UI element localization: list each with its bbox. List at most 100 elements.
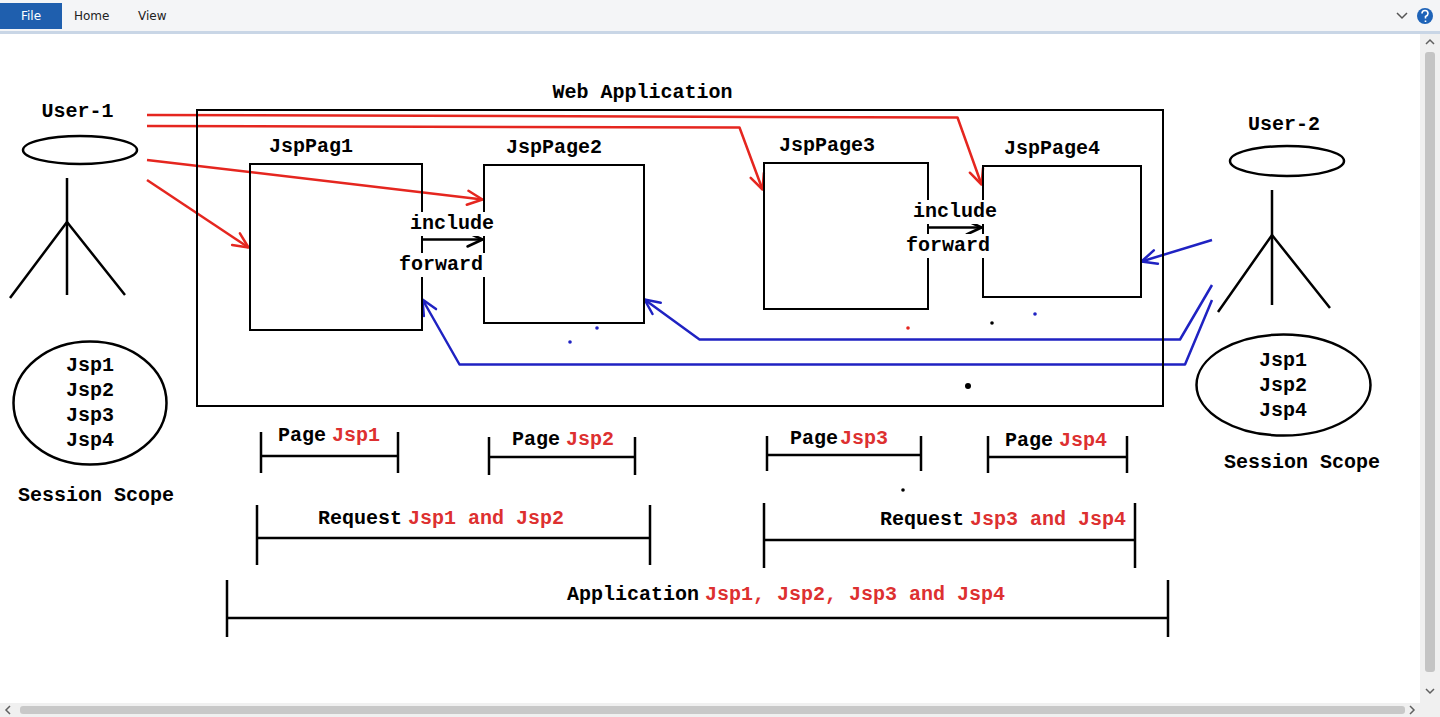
scope-pages: Jsp1: [332, 424, 380, 448]
scope-list: Jsp1 Jsp2 Jsp3 Jsp4: [66, 353, 114, 453]
scroll-arrow: [1410, 706, 1414, 714]
box-title: JspPage4: [1004, 137, 1100, 161]
user-figure: User-2: [1212, 113, 1356, 313]
scope-pages: Jsp3 and Jsp4: [970, 508, 1126, 532]
connector: [147, 126, 764, 190]
ribbon-edge: [0, 31, 1440, 34]
scope-pages: Jsp4: [1059, 429, 1107, 453]
arrow-head: [967, 221, 982, 235]
scope-brackets: [227, 432, 1168, 637]
scope-bracket: [257, 505, 650, 565]
figure-body: [1271, 190, 1274, 305]
stick-figure: [1212, 113, 1356, 313]
user-figure: User-1: [8, 100, 147, 305]
scope-name: Application: [567, 583, 699, 607]
help-icon: [1417, 8, 1433, 24]
scope-heading: Session Scope: [1224, 451, 1380, 475]
session-ellipse: Jsp1 Jsp2 Jsp3 Jsp4Session Scope: [12, 340, 168, 466]
scrollbar-track: [1420, 34, 1440, 703]
connector-line: [929, 226, 982, 229]
edge-note: forward: [397, 253, 485, 277]
box-title: JspPag1: [269, 135, 353, 159]
page-box: JspPage3: [763, 162, 929, 310]
scope-name: Page: [1005, 429, 1053, 453]
box-title: JspPage3: [779, 134, 875, 158]
scope-name: Request: [880, 508, 964, 532]
help-mark: [1422, 11, 1428, 23]
edge-label: include: [911, 200, 999, 224]
stray-dot: [965, 383, 971, 389]
stray-dot: [595, 326, 599, 330]
page-box: JspPage2: [483, 164, 645, 324]
scrollbar-track: [0, 703, 1440, 717]
figure-legs: [10, 222, 125, 298]
arrow-head: [1142, 250, 1158, 263]
scope-bracket: [988, 436, 1127, 473]
stray-dot: [568, 340, 572, 344]
stray-dot: [1033, 312, 1037, 316]
scope-bracket: [764, 503, 1135, 568]
arrow-head: [232, 233, 248, 247]
stray-dot: [906, 326, 910, 330]
scope-name: Page: [512, 428, 560, 452]
scope-bracket: [227, 580, 1168, 637]
arrow-head: [423, 300, 437, 316]
edge-note: forward: [904, 234, 992, 258]
ribbon-tab: File: [21, 8, 41, 24]
scrollbar-thumb: [1425, 52, 1435, 672]
box-title: Web Application: [553, 81, 733, 105]
ellipse-shape: [14, 342, 167, 465]
scope-list: Jsp1 Jsp2 Jsp4: [1259, 348, 1307, 423]
ribbon-bar: [0, 0, 1440, 31]
ribbon-tab: Home: [74, 8, 109, 24]
scope-heading: Session Scope: [18, 484, 174, 508]
arrow-head: [467, 191, 483, 205]
arrow-head: [468, 233, 483, 247]
ribbon-tab: View: [138, 8, 166, 24]
scope-bracket: [261, 432, 398, 473]
arrow-head: [645, 300, 661, 314]
stray-dot: [901, 488, 905, 492]
figure-head: [1230, 146, 1344, 176]
edge-label: include: [408, 212, 496, 236]
connector-line: [147, 115, 982, 185]
scrollbar-thumb: [20, 706, 1405, 714]
scope-bracket: [767, 436, 921, 471]
scroll-arrow: [1426, 40, 1434, 44]
user-name: User-2: [1212, 113, 1356, 137]
stray-dot: [990, 321, 994, 325]
collapse-chevron: [1397, 13, 1407, 18]
figure-head: [23, 136, 137, 164]
box-title: JspPage2: [506, 136, 602, 160]
connector-line: [423, 238, 483, 241]
scope-pages: Jsp3: [840, 427, 888, 451]
stick-figure: [8, 100, 147, 305]
figure-legs: [1218, 235, 1330, 312]
figure-body: [66, 178, 69, 295]
user-name: User-1: [8, 100, 147, 124]
scope-bracket: [489, 437, 635, 475]
scope-name: Page: [790, 427, 838, 451]
ellipse-shape: [1197, 335, 1371, 436]
scope-name: Page: [278, 424, 326, 448]
scope-pages: Jsp2: [566, 428, 614, 452]
scope-pages: Jsp1, Jsp2, Jsp3 and Jsp4: [705, 583, 1005, 607]
connector: [147, 115, 983, 185]
connector: [423, 233, 483, 247]
session-ellipse: Jsp1 Jsp2 Jsp4Session Scope: [1195, 333, 1372, 437]
connector: [1142, 240, 1213, 264]
connector-line: [147, 126, 763, 190]
scope-name: Request: [318, 507, 402, 531]
file-tab: [0, 3, 62, 29]
page-box: JspPag1: [249, 163, 423, 331]
application-box: Web ApplicationJspPag1JspPage2JspPage3Js…: [196, 109, 1164, 407]
scroll-arrow: [6, 706, 10, 714]
connector: [929, 221, 982, 235]
scope-pages: Jsp1 and Jsp2: [408, 507, 564, 531]
scroll-arrow: [1426, 689, 1434, 693]
page-box: JspPage4: [982, 165, 1142, 298]
